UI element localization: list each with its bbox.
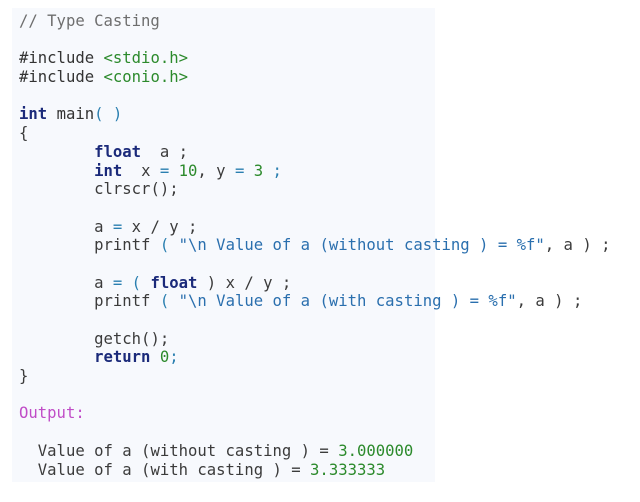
printf-call: printf	[94, 236, 151, 255]
include-file: <conio.h>	[103, 68, 189, 87]
assign-line-1: a = x / y ;	[19, 218, 611, 237]
blank-line	[19, 311, 611, 330]
printf-call: printf	[94, 292, 151, 311]
division-expression: x / y ;	[131, 217, 198, 236]
output-line-1: Value of a (without casting ) = 3.000000	[19, 442, 611, 461]
open-paren: (	[159, 292, 170, 311]
clrscr-call: clrscr();	[94, 180, 179, 199]
main-function-name: main	[56, 105, 95, 124]
open-paren: (	[159, 236, 170, 255]
blank-line	[19, 255, 611, 274]
code-panel	[12, 8, 435, 482]
float-decl: a ;	[159, 142, 189, 161]
open-brace-line: {	[19, 124, 611, 143]
cast-expression: ) x / y ;	[206, 273, 292, 292]
include-directive: #include	[19, 68, 95, 87]
var-a: a	[94, 273, 104, 292]
blank-line	[19, 31, 611, 50]
comment-text: // Type Casting	[19, 12, 160, 30]
comment-line: // Type Casting	[19, 12, 611, 31]
include-line-2: #include <conio.h>	[19, 68, 611, 87]
output-label-line: Output:	[19, 404, 611, 423]
close-brace-line: }	[19, 367, 611, 386]
return-line: return 0;	[19, 348, 611, 367]
var-y: , y	[197, 161, 226, 180]
code-listing: // Type Casting#include <stdio.h>#includ…	[19, 12, 611, 479]
return-value: 0	[159, 348, 170, 367]
printf-line-1: printf ( "\n Value of a (without casting…	[19, 236, 611, 255]
open-paren: (	[131, 273, 142, 292]
output-line-2: Value of a (with casting ) = 3.333333	[19, 461, 611, 480]
output-text: Value of a (without casting ) =	[37, 441, 339, 460]
blank-line	[19, 199, 611, 218]
int-decl-line: int x = 10, y = 3 ;	[19, 162, 611, 181]
equals-operator: =	[112, 273, 123, 292]
equals-operator: =	[112, 217, 123, 236]
getch-line: getch();	[19, 330, 611, 349]
output-label: Output:	[19, 404, 85, 423]
cast-keyword: float	[150, 273, 198, 292]
float-keyword: float	[94, 142, 142, 161]
blank-line	[19, 386, 611, 405]
equals-operator: =	[159, 161, 170, 180]
close-brace: }	[19, 367, 29, 386]
include-line-1: #include <stdio.h>	[19, 49, 611, 68]
include-file: <stdio.h>	[103, 49, 189, 68]
printf-args: , a ) ;	[544, 236, 611, 255]
blank-line	[19, 423, 611, 442]
open-brace: {	[19, 124, 29, 143]
int-keyword: int	[94, 161, 123, 180]
printf-line-2: printf ( "\n Value of a (with casting ) …	[19, 292, 611, 311]
return-keyword: return	[94, 348, 151, 367]
format-string: "\n Value of a (with casting ) = %f"	[178, 292, 517, 311]
semicolon: ;	[169, 348, 179, 367]
output-value: 3.000000	[338, 441, 414, 460]
main-signature: int main( )	[19, 105, 611, 124]
float-decl-line: float a ;	[19, 143, 611, 162]
equals-operator: =	[234, 161, 245, 180]
number-literal: 3	[253, 161, 264, 180]
var-a: a	[94, 217, 104, 236]
getch-call: getch();	[94, 329, 170, 348]
printf-args: , a ) ;	[516, 292, 583, 311]
number-literal: 10	[178, 161, 198, 180]
main-return-type: int	[19, 105, 48, 124]
var-x: x	[141, 161, 151, 180]
assign-line-2: a = ( float ) x / y ;	[19, 274, 611, 293]
format-string: "\n Value of a (without casting ) = %f"	[178, 236, 545, 255]
include-directive: #include	[19, 49, 95, 68]
clrscr-line: clrscr();	[19, 180, 611, 199]
output-text: Value of a (with casting ) =	[37, 460, 311, 479]
output-value: 3.333333	[310, 460, 386, 479]
main-parens: ( )	[94, 105, 123, 124]
semicolon: ;	[272, 161, 282, 180]
blank-line	[19, 87, 611, 106]
